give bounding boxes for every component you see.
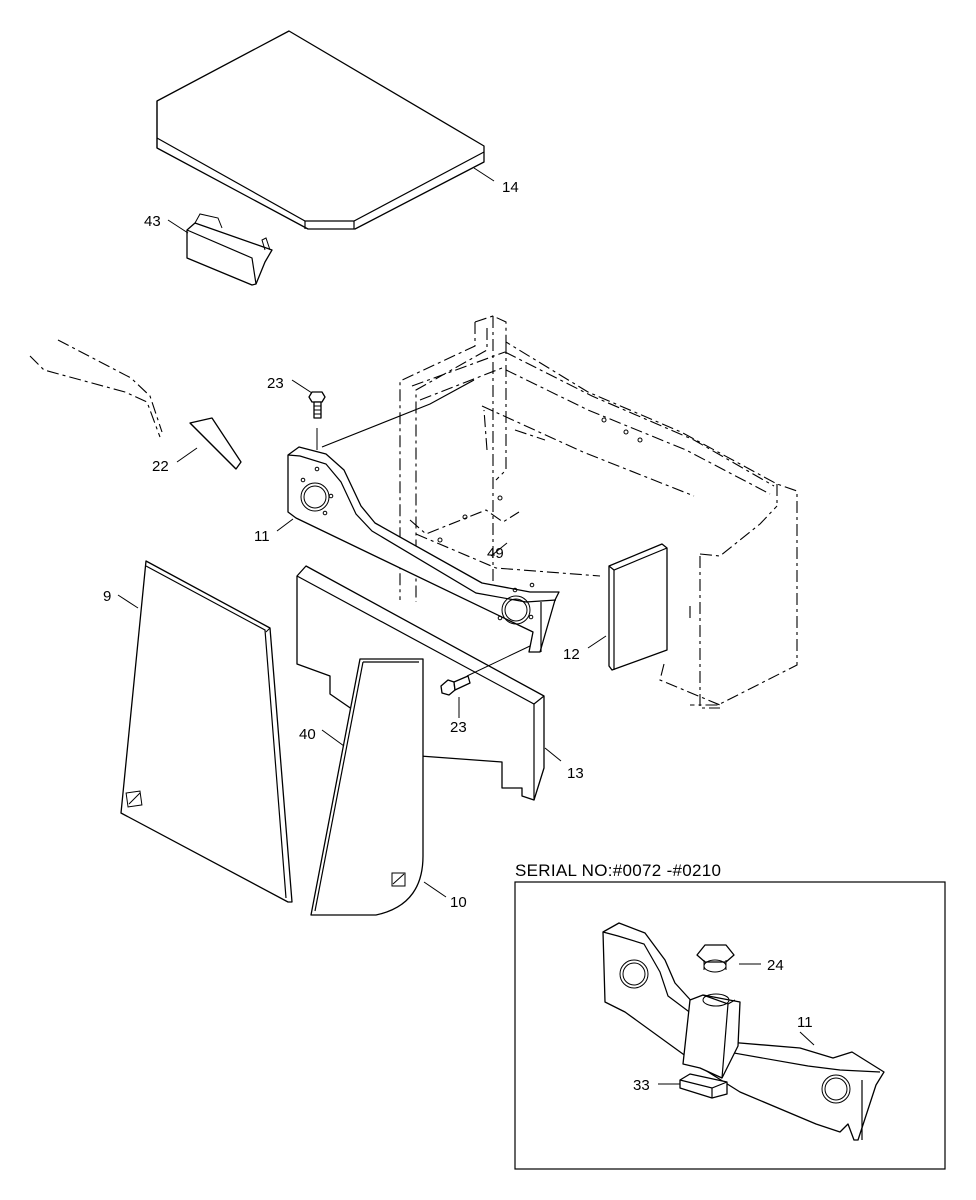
- callout-11-inset: 11: [797, 1014, 813, 1031]
- part-12-side-plate: [608, 543, 668, 671]
- callout-labels: 14 43 23 22 11 49 9 12 40 23 13 10 24 11…: [103, 179, 813, 1094]
- inset-title: SERIAL NO:#0072 -#0210: [515, 861, 721, 880]
- part-23-bolt-lower: [440, 645, 531, 696]
- part-9-glass-panel: [120, 560, 293, 903]
- callout-23-lower: 23: [450, 719, 467, 736]
- frame-top-edge: [321, 379, 475, 448]
- part-11-bracket: [287, 446, 560, 653]
- callout-12: 12: [563, 646, 580, 663]
- part-22-plate: [189, 417, 242, 470]
- part-23-bolt-upper: [308, 391, 326, 450]
- callout-13: 13: [567, 765, 584, 782]
- callout-40: 40: [299, 726, 316, 743]
- callout-9: 9: [103, 588, 111, 605]
- callout-23-upper: 23: [267, 375, 284, 392]
- part-10-glass-panel: [310, 658, 424, 916]
- reference-left-rail: [29, 339, 163, 438]
- callout-43: 43: [144, 213, 161, 230]
- callout-10: 10: [450, 894, 467, 911]
- inset-border: [514, 881, 946, 1170]
- callout-24: 24: [767, 957, 784, 974]
- callout-14: 14: [502, 179, 519, 196]
- callout-33: 33: [633, 1077, 650, 1094]
- callout-22: 22: [152, 458, 169, 475]
- part-14-top-plate: [156, 30, 485, 230]
- callout-11: 11: [254, 528, 270, 545]
- reference-machine-frame: [399, 315, 798, 709]
- leader-lines: [117, 167, 815, 1085]
- callout-49: 49: [487, 545, 504, 562]
- inset-serial-range: SERIAL NO:#0072 -#0210: [514, 861, 946, 1170]
- part-43-handle: [186, 213, 273, 286]
